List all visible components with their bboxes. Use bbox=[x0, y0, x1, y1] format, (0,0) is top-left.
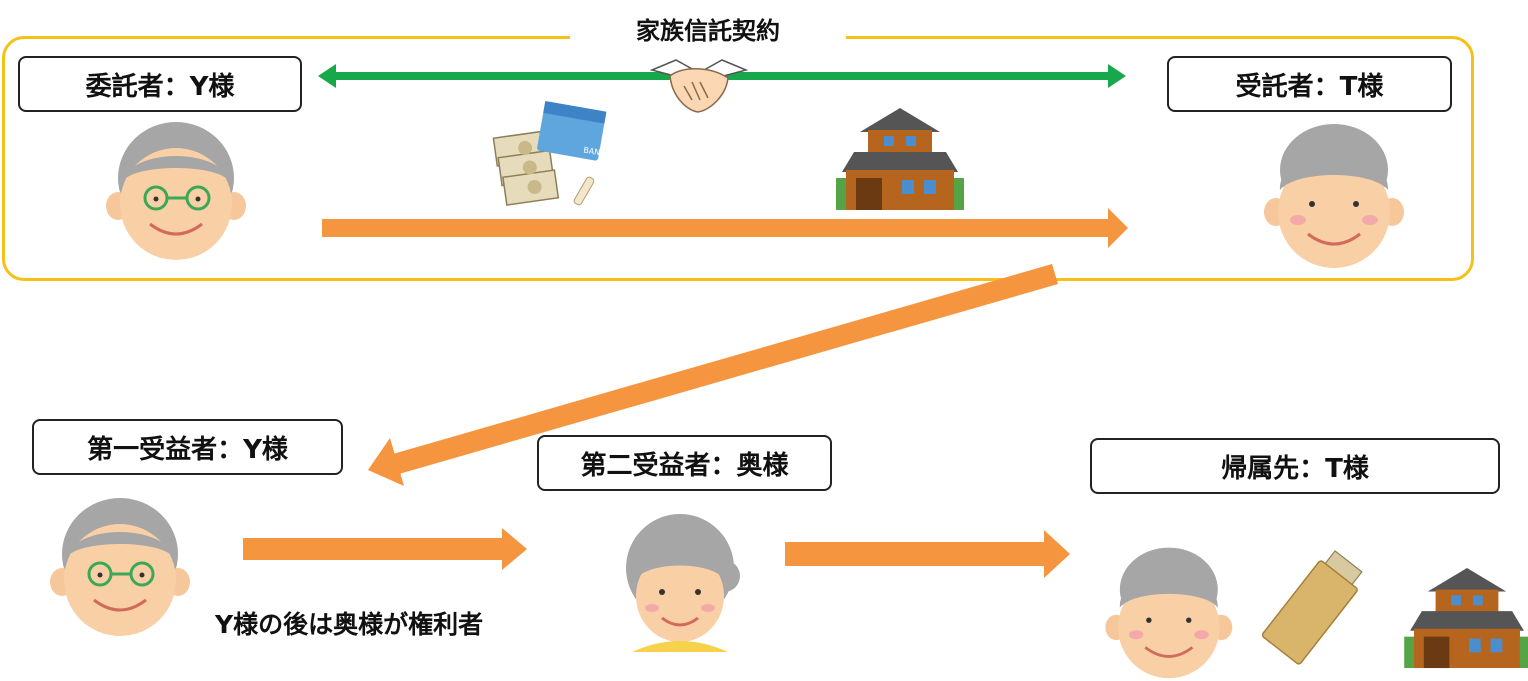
house-icon bbox=[836, 108, 964, 210]
first-beneficiary-label: 第一受益者：Y様 bbox=[32, 419, 343, 475]
trustee-avatar bbox=[1264, 124, 1404, 268]
settlor-label: 委託者：Y様 bbox=[18, 56, 302, 112]
handshake-icon bbox=[649, 59, 749, 113]
bankbook-icon: BANK bbox=[537, 101, 607, 161]
residual-label: 帰属先：T様 bbox=[1090, 438, 1500, 494]
second-beneficiary-label: 第二受益者：奥様 bbox=[537, 435, 832, 491]
cash-envelope-icon bbox=[1261, 550, 1363, 665]
settlor-avatar bbox=[106, 122, 246, 260]
residual-avatar bbox=[1105, 547, 1233, 679]
second-beneficiary-avatar bbox=[626, 514, 740, 652]
contract-title: 家族信託契約 bbox=[570, 14, 846, 48]
seal-stamp-icon bbox=[573, 176, 595, 206]
trustee-label: 受託者：T様 bbox=[1167, 56, 1452, 112]
house-icon bbox=[1404, 567, 1528, 669]
cash-icon bbox=[492, 130, 560, 206]
first-beneficiary-avatar bbox=[50, 498, 190, 636]
bank-card-text: BANK bbox=[583, 145, 607, 158]
note-text: Y様の後は奥様が権利者 bbox=[215, 610, 484, 639]
